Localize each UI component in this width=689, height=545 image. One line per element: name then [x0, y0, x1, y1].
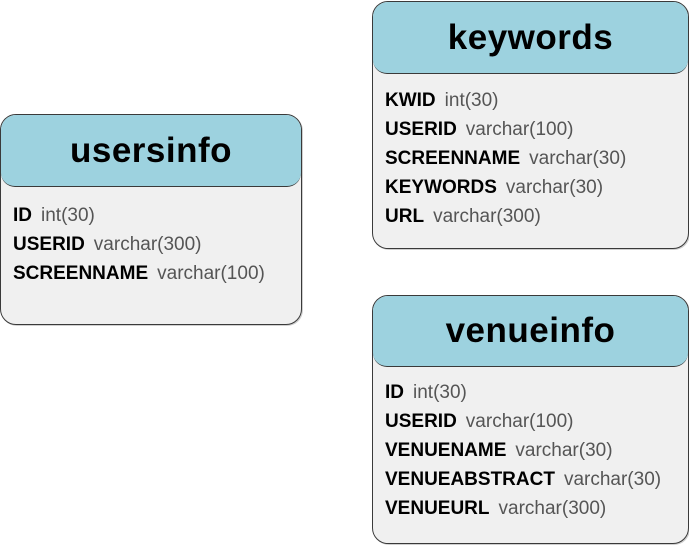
field-name: VENUEURL	[385, 498, 490, 519]
field-type: varchar(30)	[529, 148, 627, 169]
field-name: ID	[385, 382, 404, 403]
table-title: keywords	[447, 17, 614, 57]
table-header-usersinfo: usersinfo	[1, 115, 301, 187]
table-header-keywords: keywords	[373, 2, 688, 74]
table-venueinfo: venueinfo ID int(30) USERID varchar(100) V…	[372, 295, 689, 544]
field-row: VENUENAME varchar(30)	[385, 436, 688, 465]
field-type: varchar(30)	[563, 469, 662, 490]
field-row: VENUEABSTRACT varchar(30)	[385, 465, 688, 494]
field-row: USERID varchar(300)	[13, 230, 301, 259]
field-type: varchar(30)	[515, 440, 613, 461]
field-list: ID int(30) USERID varchar(100) VENUENAME va…	[373, 367, 688, 523]
field-type: int(30)	[413, 382, 467, 403]
field-type: int(30)	[41, 205, 95, 226]
field-name: URL	[385, 206, 425, 227]
field-name: VENUEABSTRACT	[385, 469, 555, 490]
field-row: SCREENNAME varchar(100)	[13, 259, 301, 288]
table-title: usersinfo	[69, 130, 233, 170]
field-row: KEYWORDS varchar(30)	[385, 173, 688, 202]
field-list: ID int(30) USERID varchar(300) SCREENNAME v…	[1, 187, 301, 288]
field-name: USERID	[385, 411, 457, 432]
field-name: KWID	[385, 90, 436, 111]
field-name: ID	[13, 205, 32, 226]
field-row: USERID varchar(100)	[385, 115, 688, 144]
field-type: varchar(300)	[498, 498, 607, 519]
field-type: varchar(100)	[465, 119, 574, 140]
field-type: varchar(100)	[465, 411, 574, 432]
table-keywords: keywords KWID int(30) USERID varchar(100) …	[372, 1, 689, 249]
field-name: USERID	[13, 234, 85, 255]
field-name: USERID	[385, 119, 457, 140]
field-type: varchar(300)	[433, 206, 541, 227]
field-name: VENUENAME	[385, 440, 507, 461]
table-usersinfo: usersinfo ID int(30) USERID varchar(300) S…	[0, 114, 302, 325]
field-row: USERID varchar(100)	[385, 407, 688, 436]
field-row: SCREENNAME varchar(30)	[385, 144, 688, 173]
field-type: varchar(300)	[93, 234, 202, 255]
table-header-venueinfo: venueinfo	[373, 296, 688, 367]
table-title: venueinfo	[445, 311, 616, 350]
field-row: ID int(30)	[385, 378, 688, 407]
field-list: KWID int(30) USERID varchar(100) SCREENNAM…	[373, 74, 688, 231]
field-name: SCREENNAME	[13, 263, 149, 284]
field-name: KEYWORDS	[385, 177, 497, 198]
field-type: int(30)	[444, 90, 499, 111]
field-name: SCREENNAME	[385, 148, 521, 169]
field-row: ID int(30)	[13, 201, 301, 230]
field-type: varchar(100)	[157, 263, 265, 284]
field-row: VENUEURL varchar(300)	[385, 494, 688, 523]
field-row: KWID int(30)	[385, 86, 688, 115]
field-type: varchar(30)	[505, 177, 604, 198]
field-row: URL varchar(300)	[385, 202, 688, 231]
